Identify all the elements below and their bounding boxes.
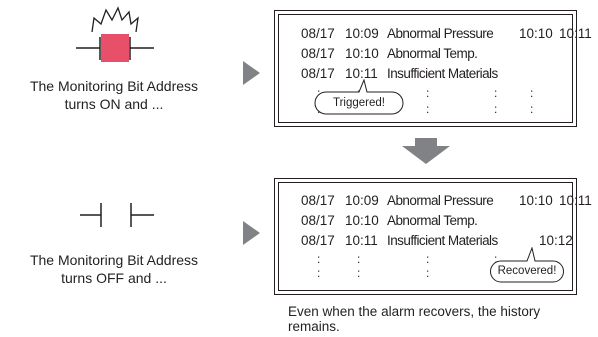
right-arrow-bottom: [243, 221, 260, 245]
callout-label: Triggered!: [333, 97, 385, 109]
continuation-dots: :: [317, 86, 321, 100]
row-date: 08/17: [301, 193, 335, 208]
row-time: 10:10: [345, 213, 379, 228]
continuation-dots: :: [357, 252, 361, 266]
row-time: 10:09: [345, 26, 379, 41]
bottom-caption-line2: turns OFF and ...: [61, 270, 167, 286]
row-recover-time: 10:10: [519, 26, 553, 41]
row-message: Abnormal Temp.: [387, 213, 478, 228]
continuation-dots: :: [494, 86, 498, 100]
row-message: Abnormal Pressure: [387, 26, 494, 41]
bottom-caption: The Monitoring Bit Address turns OFF and…: [0, 251, 228, 287]
continuation-dots: :: [426, 102, 430, 116]
row-date: 08/17: [301, 66, 335, 81]
row-date: 08/17: [301, 233, 335, 248]
row-time: 10:10: [345, 46, 379, 61]
row-message: Abnormal Pressure: [387, 193, 494, 208]
continuation-dots: :: [357, 266, 361, 280]
continuation-dots: :: [317, 266, 321, 280]
continuation-dots: :: [426, 86, 430, 100]
row-recover-time: 10:12: [539, 233, 573, 248]
triggered-callout: [314, 79, 404, 115]
note-line2: remains.: [288, 319, 340, 334]
relay-contact-on-icon: [76, 6, 154, 62]
continuation-dots: :: [426, 266, 430, 280]
top-caption: The Monitoring Bit Address turns ON and …: [0, 77, 228, 113]
alarm-history-panel-bottom: 08/17 10:09 Abnormal Pressure 10:10 10:1…: [274, 178, 592, 295]
row-time: 10:11: [345, 233, 378, 248]
row-date: 08/17: [301, 213, 335, 228]
recovered-callout: [490, 247, 564, 283]
continuation-dots: :: [530, 102, 534, 116]
recovery-note: Even when the alarm recovers, the histor…: [288, 304, 598, 334]
right-arrow-top: [243, 61, 260, 85]
continuation-dots: :: [494, 102, 498, 116]
row-time: 10:09: [345, 193, 379, 208]
row-message: Insufficient Materials: [387, 66, 498, 81]
callout-label: Recovered!: [497, 265, 557, 277]
row-recover-time: 10:10: [519, 193, 553, 208]
row-confirm-time: 10:11: [559, 26, 592, 41]
row-date: 08/17: [301, 46, 335, 61]
note-line1: Even when the alarm recovers, the histor…: [288, 304, 541, 319]
row-date: 08/17: [301, 26, 335, 41]
continuation-dots: :: [317, 252, 321, 266]
continuation-dots: :: [426, 252, 430, 266]
row-time: 10:11: [345, 66, 378, 81]
alarm-history-panel-top: 08/17 10:09 Abnormal Pressure 10:10 10:1…: [274, 10, 592, 127]
panel-inner-frame: [278, 182, 573, 291]
relay-contact-off-icon: [80, 203, 154, 227]
continuation-dots: :: [530, 86, 534, 100]
down-arrow: [402, 138, 450, 164]
row-message: Abnormal Temp.: [387, 46, 478, 61]
top-caption-line1: The Monitoring Bit Address: [29, 78, 199, 94]
continuation-dots: :: [494, 252, 498, 266]
top-caption-line2: turns ON and ...: [64, 96, 164, 112]
row-message: Insufficient Materials: [387, 233, 498, 248]
row-confirm-time: 10:11: [559, 193, 592, 208]
bottom-caption-line1: The Monitoring Bit Address: [29, 252, 199, 268]
panel-inner-frame: [278, 14, 573, 123]
